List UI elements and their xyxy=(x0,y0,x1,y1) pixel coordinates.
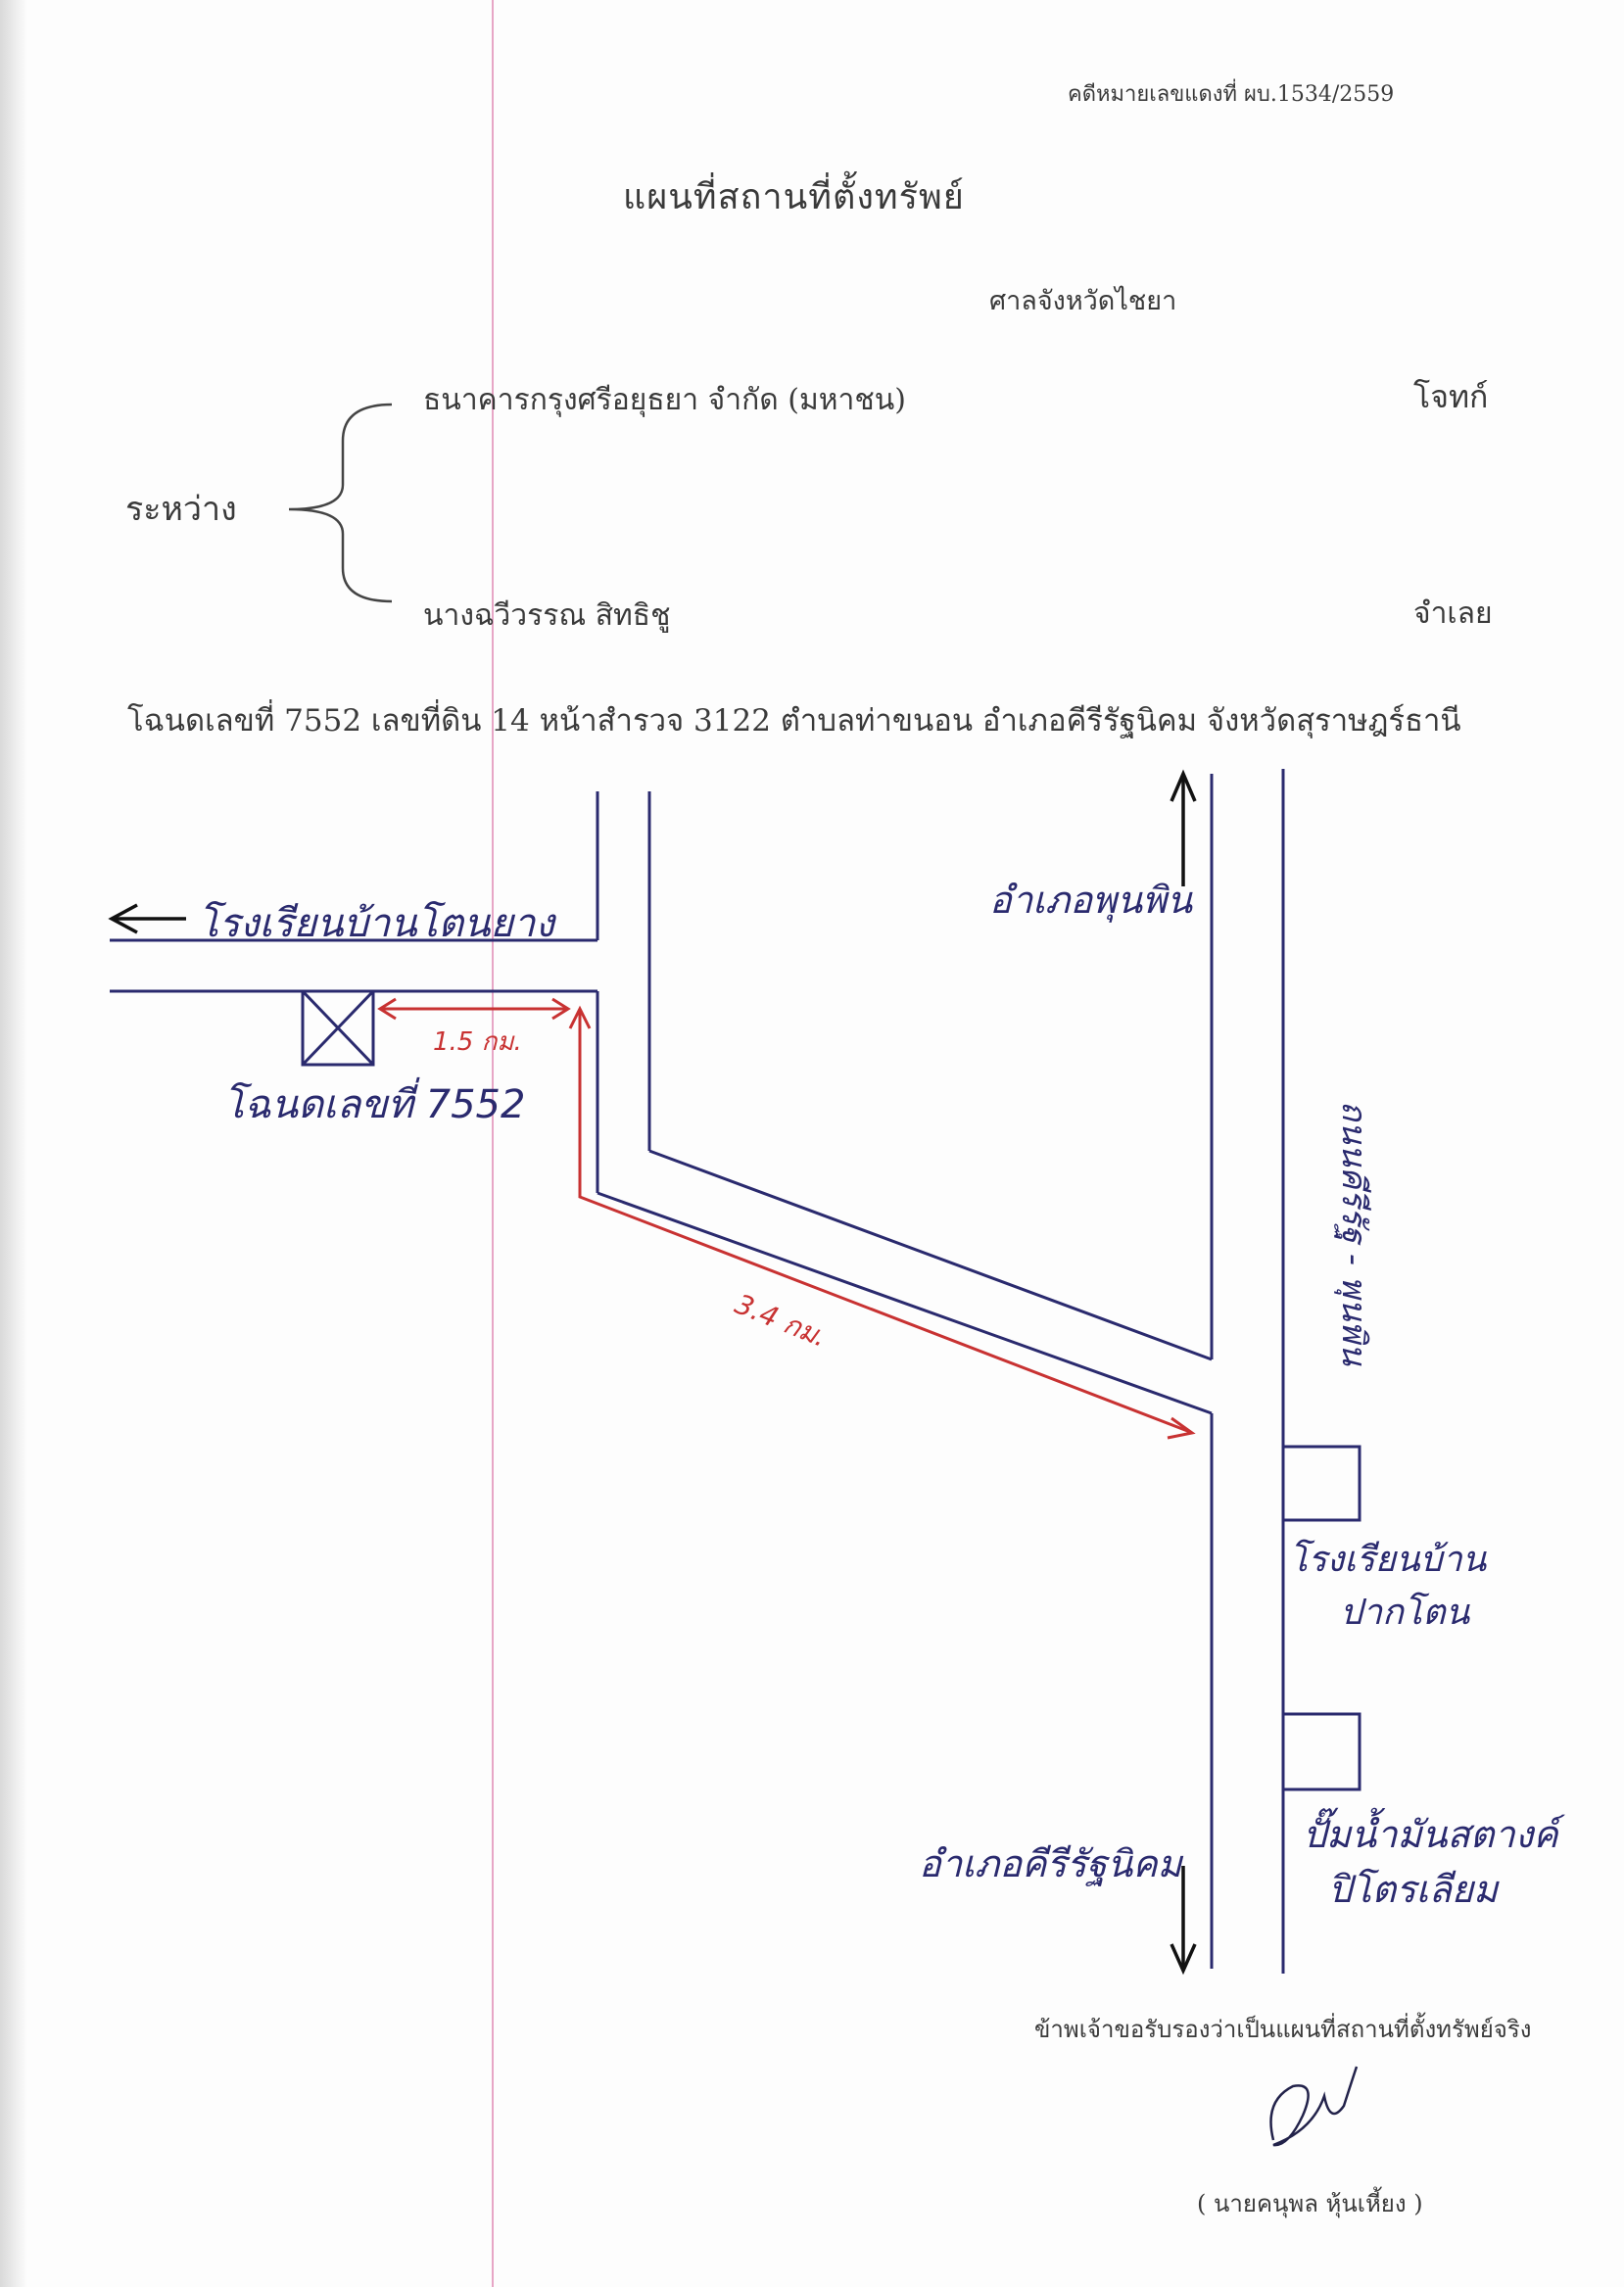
label-gas-station-line1: ปั๊มน้ำมันสตางค์ xyxy=(1303,1813,1558,1856)
signer-name: ( นายคนุพล หุ้นเหี้ยง ) xyxy=(1197,2190,1423,2217)
scan-edge-shadow xyxy=(0,0,27,2287)
plaintiff-role: โจทก์ xyxy=(1413,378,1489,415)
gas-station-building xyxy=(1281,1712,1361,1791)
label-road-name: ถนนคีรีรัฐ - พุนพิน xyxy=(1334,1100,1374,1366)
label-district-kiri: อำเภอคีรีรัฐนิคม xyxy=(919,1842,1182,1885)
deed-info: โฉนดเลขที่ 7552 เลขที่ดิน 14 หน้าสำรวจ 3… xyxy=(127,703,1461,739)
deed-parcel xyxy=(301,989,375,1067)
label-gas-station-line2: ปิโตรเลียม xyxy=(1328,1868,1499,1911)
party-bracket xyxy=(288,403,393,603)
defendant-role: จำเลย xyxy=(1413,596,1493,631)
label-school-pak-ton-line2: ปากโตน xyxy=(1340,1593,1470,1633)
school-pak-ton-building xyxy=(1281,1445,1361,1522)
case-number: คดีหมายเลขแดงที่ ผบ.1534/2559 xyxy=(1068,82,1395,107)
defendant-name: นางฉวีวรรณ สิทธิชู xyxy=(423,598,671,633)
label-district-punphin: อำเภอพุนพิน xyxy=(989,879,1193,922)
label-deed: โฉนดเลขที่ 7552 xyxy=(223,1082,526,1127)
label-school-pak-ton-line1: โรงเรียนบ้าน xyxy=(1289,1540,1487,1580)
signature xyxy=(1269,2066,1359,2147)
margin-line xyxy=(492,0,494,2287)
court-name: ศาลจังหวัดไชยา xyxy=(989,286,1177,316)
between-label: ระหว่าง xyxy=(125,490,237,529)
road-edge xyxy=(648,1149,1213,1361)
certification-text: ข้าพเจ้าขอรับรองว่าเป็นแผนที่สถานที่ตั้ง… xyxy=(1034,2016,1532,2043)
distance-arrow-long xyxy=(578,1011,1191,1434)
plaintiff-name: ธนาคารกรุงศรีอยุธยา จำกัด (มหาชน) xyxy=(423,383,906,417)
road-edge xyxy=(597,1191,1213,1415)
label-distance-short: 1.5 กม. xyxy=(433,1027,522,1057)
label-school-ton-yang: โรงเรียนบ้านโตนยาง xyxy=(198,901,554,946)
page-title: แผนที่สถานที่ตั้งทรัพย์ xyxy=(623,177,965,217)
